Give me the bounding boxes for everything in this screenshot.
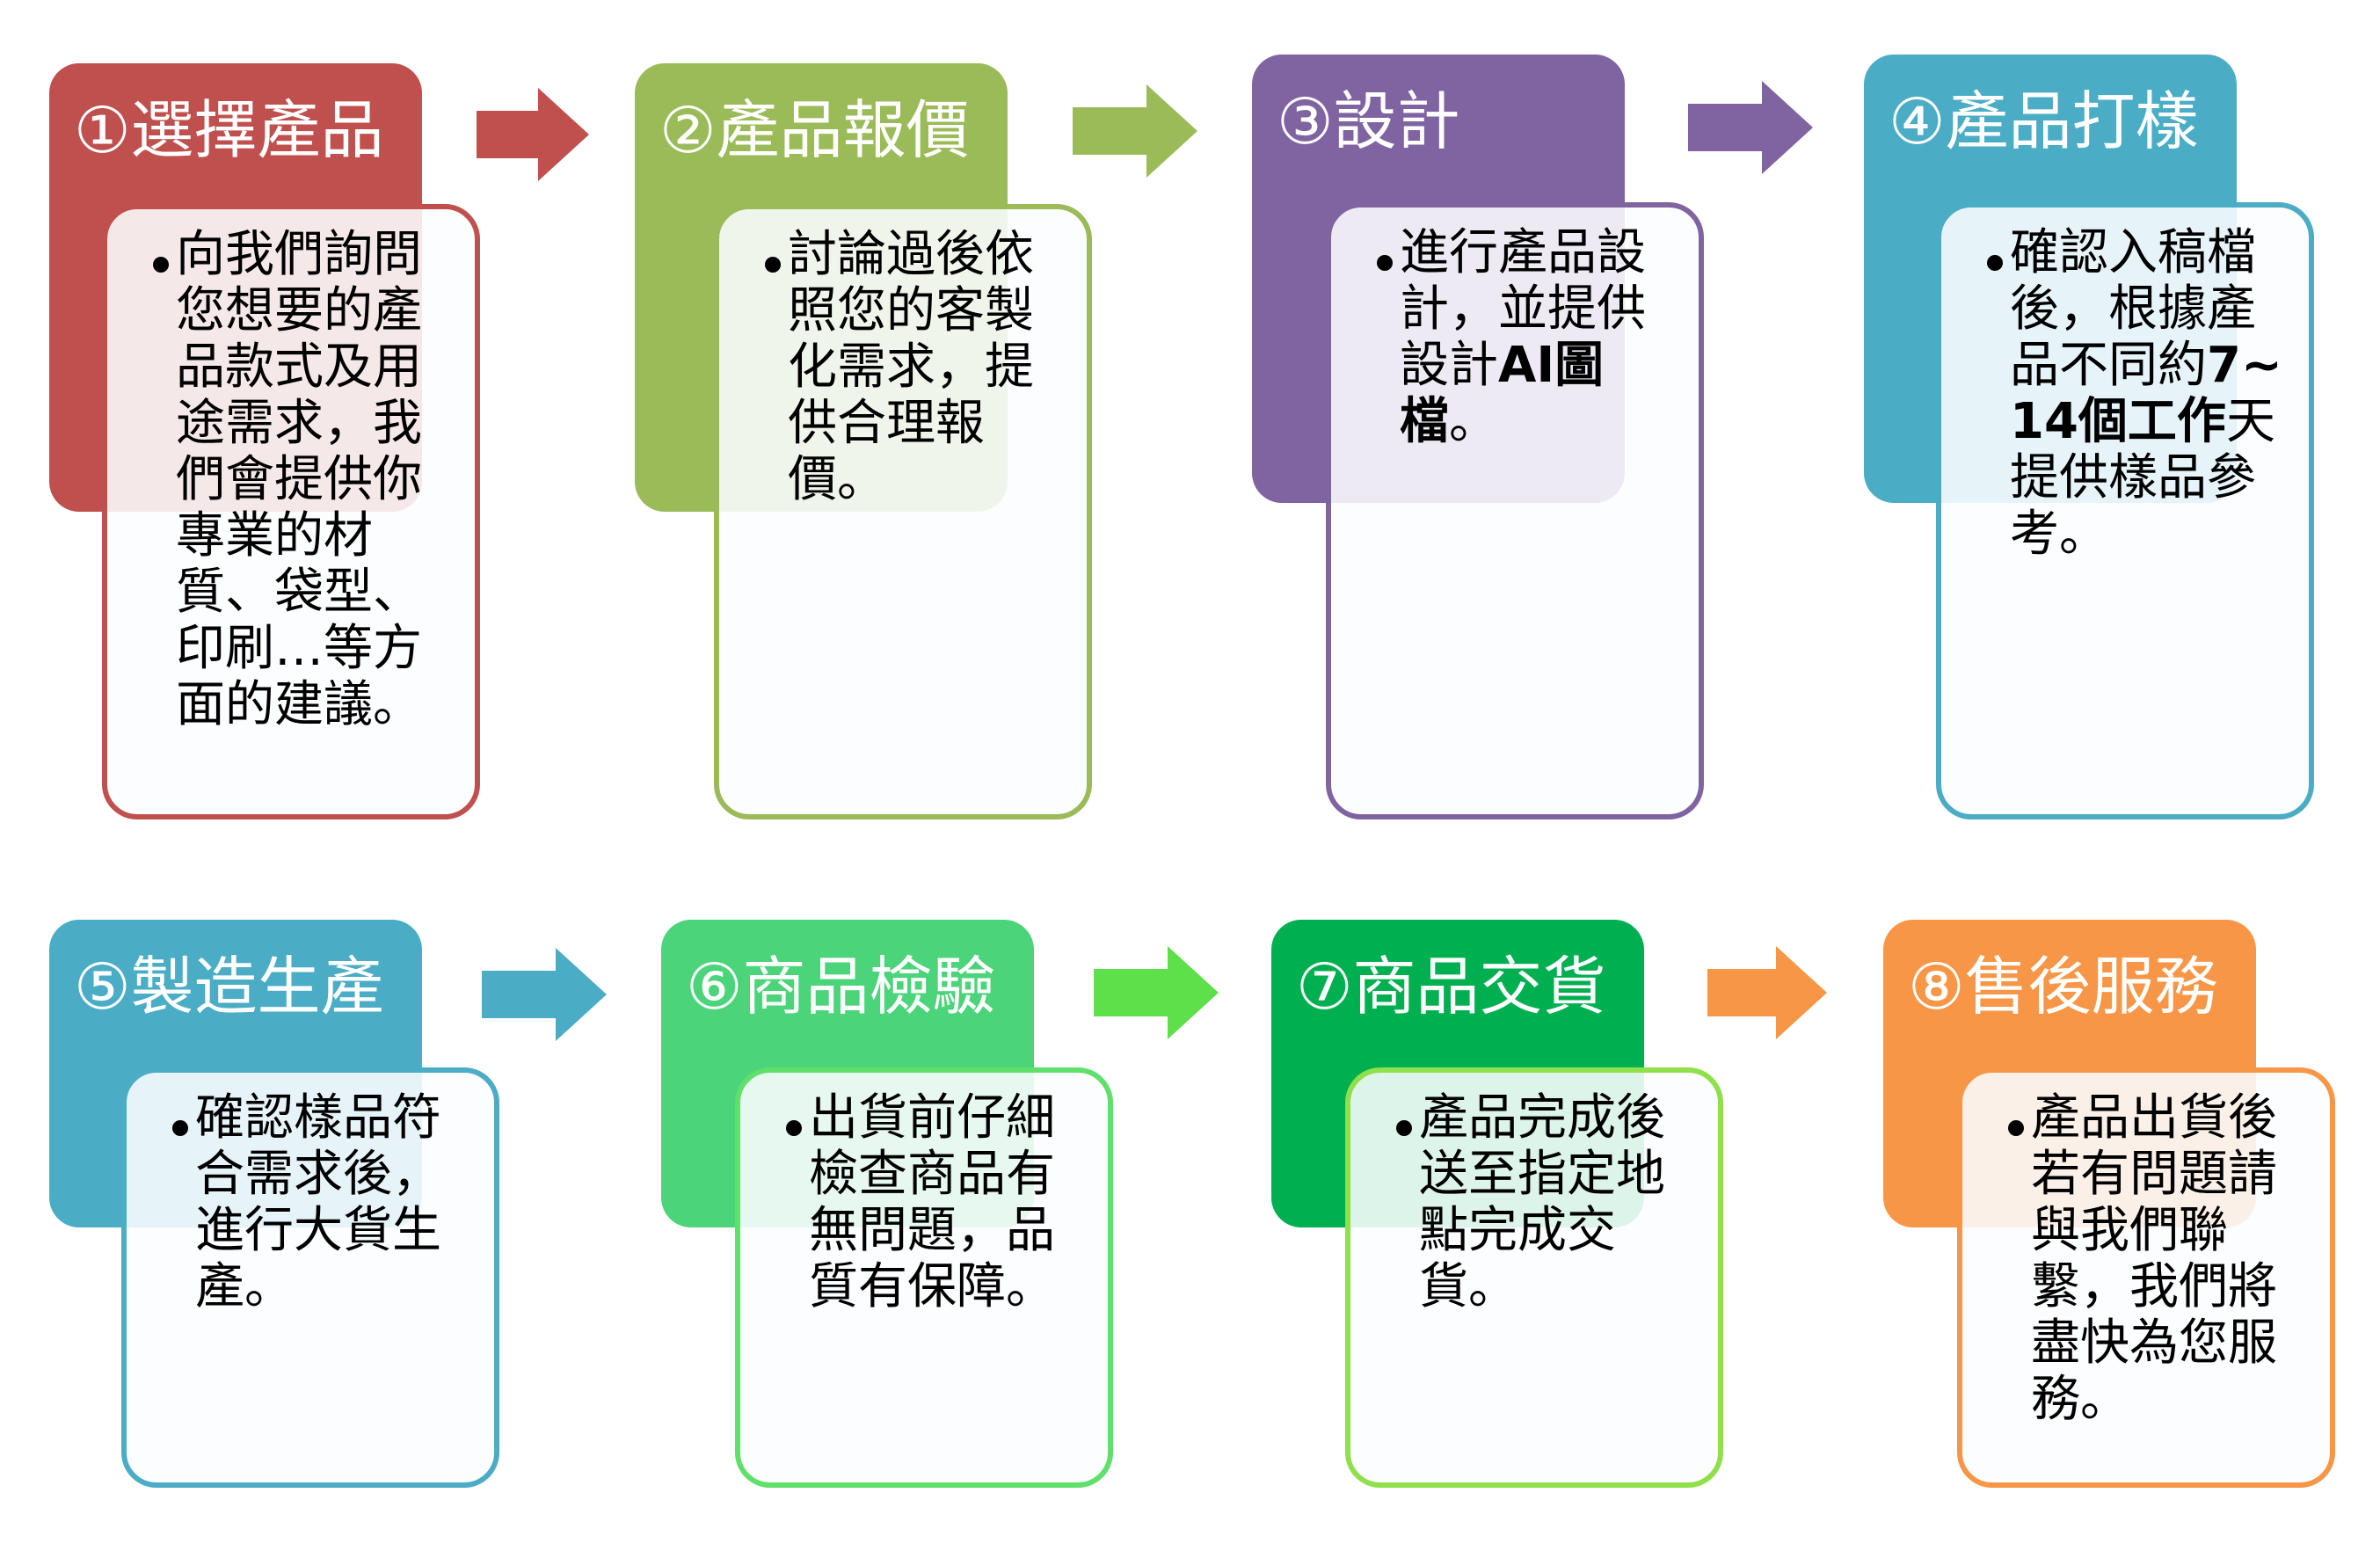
step-3-text: 進行產品設計，並提供設計AI圖檔。 bbox=[1400, 224, 1646, 450]
step-3-card: 進行產品設計，並提供設計AI圖檔。 bbox=[1326, 202, 1704, 819]
step-6-text: 出貨前仔細檢查商品有無問題，品質有保障。 bbox=[809, 1089, 1055, 1315]
step-8: ⑧售後服務 產品出貨後若有問題請與我們聯繫，我們將盡快為您服務。 bbox=[1883, 920, 2335, 1488]
step-5-card: 確認樣品符合需求後，進行大貨生產。 bbox=[121, 1067, 499, 1488]
arrow-right-icon bbox=[482, 948, 607, 1041]
step-4-card: 確認入稿檔後，根據產品不同約7~14個工作天提供樣品參考。 bbox=[1936, 202, 2314, 819]
bullet-icon bbox=[1377, 255, 1393, 271]
step-1-card: 向我們詢問您想要的產品款式及用途需求，我們會提供你專業的材質、袋型、印刷…等方面… bbox=[102, 204, 480, 819]
step-8-text: 產品出貨後若有問題請與我們聯繫，我們將盡快為您服務。 bbox=[2031, 1089, 2277, 1428]
bullet-icon bbox=[172, 1120, 188, 1136]
arrow-right-icon bbox=[1094, 946, 1219, 1039]
bullet-icon bbox=[153, 257, 169, 273]
step-5: ⑤製造生產 確認樣品符合需求後，進行大貨生產。 bbox=[49, 920, 499, 1488]
step-2-card: 討論過後依照您的客製化需求，提供合理報價。 bbox=[714, 204, 1092, 819]
step-4-title: ④產品打樣 bbox=[1889, 84, 2199, 158]
step-7-card: 產品完成後送至指定地點完成交貨。 bbox=[1345, 1067, 1723, 1488]
step-6: ⑥商品檢驗 出貨前仔細檢查商品有無問題，品質有保障。 bbox=[661, 920, 1113, 1488]
arrow-right-icon bbox=[1688, 81, 1813, 174]
step-4-text: 確認入稿檔後，根據產品不同約7~14個工作天提供樣品參考。 bbox=[2010, 224, 2282, 563]
step-2: ②產品報價 討論過後依照您的客製化需求，提供合理報價。 bbox=[635, 63, 1092, 819]
bullet-icon bbox=[1987, 255, 2003, 271]
step-2-text: 討論過後依照您的客製化需求，提供合理報價。 bbox=[788, 226, 1034, 508]
step-6-title: ⑥商品檢驗 bbox=[686, 950, 996, 1023]
step-7-title: ⑦商品交貨 bbox=[1296, 950, 1606, 1023]
step-5-text: 確認樣品符合需求後，進行大貨生產。 bbox=[195, 1089, 441, 1315]
step-7-text: 產品完成後送至指定地點完成交貨。 bbox=[1419, 1089, 1665, 1315]
bullet-icon bbox=[765, 257, 781, 273]
bullet-icon bbox=[2008, 1120, 2024, 1136]
step-8-title: ⑧售後服務 bbox=[1908, 950, 2218, 1023]
step-1-text: 向我們詢問您想要的產品款式及用途需求，我們會提供你專業的材質、袋型、印刷…等方面… bbox=[176, 226, 422, 733]
step-1-title: ①選擇產品 bbox=[74, 93, 384, 167]
arrow-right-icon bbox=[1707, 946, 1827, 1039]
step-1: ①選擇產品 向我們詢問您想要的產品款式及用途需求，我們會提供你專業的材質、袋型、… bbox=[49, 63, 480, 819]
arrow-right-icon bbox=[1073, 84, 1197, 178]
step-6-card: 出貨前仔細檢查商品有無問題，品質有保障。 bbox=[735, 1067, 1113, 1488]
step-7: ⑦商品交貨 產品完成後送至指定地點完成交貨。 bbox=[1271, 920, 1723, 1488]
bullet-icon bbox=[786, 1120, 802, 1136]
step-5-title: ⑤製造生產 bbox=[74, 950, 384, 1023]
step-2-title: ②產品報價 bbox=[659, 93, 970, 167]
step-8-card: 產品出貨後若有問題請與我們聯繫，我們將盡快為您服務。 bbox=[1957, 1067, 2335, 1488]
arrow-right-icon bbox=[477, 88, 589, 181]
bullet-icon bbox=[1396, 1120, 1412, 1136]
step-3-title: ③設計 bbox=[1277, 84, 1460, 158]
